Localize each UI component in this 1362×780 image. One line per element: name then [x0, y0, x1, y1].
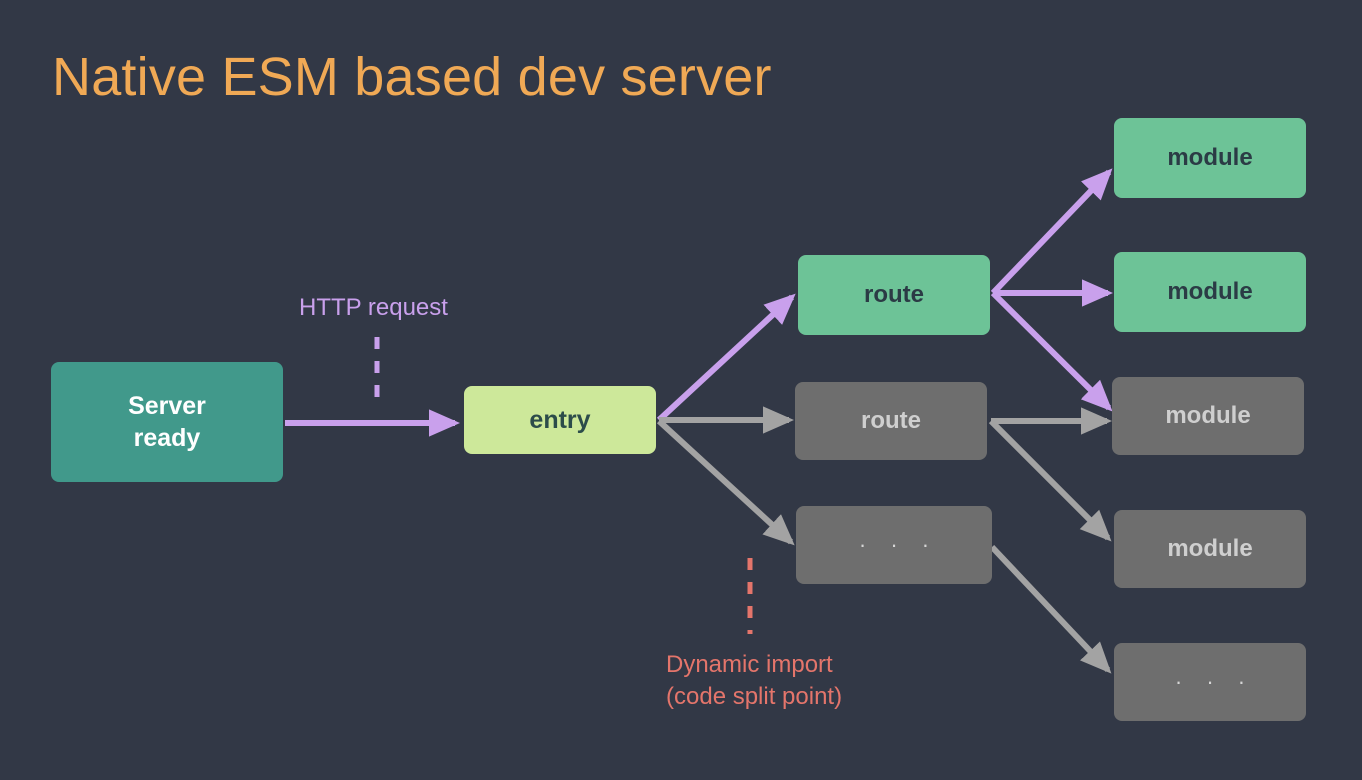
annotation-dynamic-import: Dynamic import (code split point) — [666, 651, 843, 711]
node-route-inactive-label: route — [861, 407, 921, 434]
node-route-active-label: route — [864, 281, 924, 308]
node-module-4-label: module — [1167, 535, 1253, 562]
node-server-ready-label: Server ready — [128, 392, 206, 452]
node-entry[interactable]: entry — [464, 386, 656, 454]
node-module-3[interactable]: module — [1112, 377, 1304, 455]
edge-route-inactive-to-module-4 — [988, 418, 1112, 542]
node-module-4[interactable]: module — [1114, 510, 1306, 588]
node-module-3-label: module — [1165, 402, 1251, 429]
page-title: Native ESM based dev server — [52, 47, 772, 107]
node-module-1[interactable]: module — [1114, 118, 1306, 198]
edge-route-to-module-3 — [990, 290, 1113, 412]
annotation-http-request: HTTP request — [299, 294, 448, 321]
edge-route-more-to-module-more — [989, 544, 1112, 674]
edge-entry-to-route-more — [656, 418, 795, 546]
node-route-more-label: · · · — [858, 532, 939, 557]
node-module-2-label: module — [1167, 278, 1253, 305]
node-entry-label: entry — [529, 405, 591, 434]
edge-entry-to-route-active — [656, 293, 796, 423]
node-route-more[interactable]: · · · — [796, 506, 992, 584]
node-module-1-label: module — [1167, 144, 1253, 171]
node-route-active[interactable]: route — [798, 255, 990, 335]
node-module-more[interactable]: · · · — [1114, 643, 1306, 721]
node-route-inactive[interactable]: route — [795, 382, 987, 460]
node-server-ready[interactable]: Server ready — [51, 362, 283, 482]
node-module-more-label: · · · — [1174, 669, 1255, 694]
edge-route-to-module-1 — [990, 168, 1113, 296]
node-module-2[interactable]: module — [1114, 252, 1306, 332]
